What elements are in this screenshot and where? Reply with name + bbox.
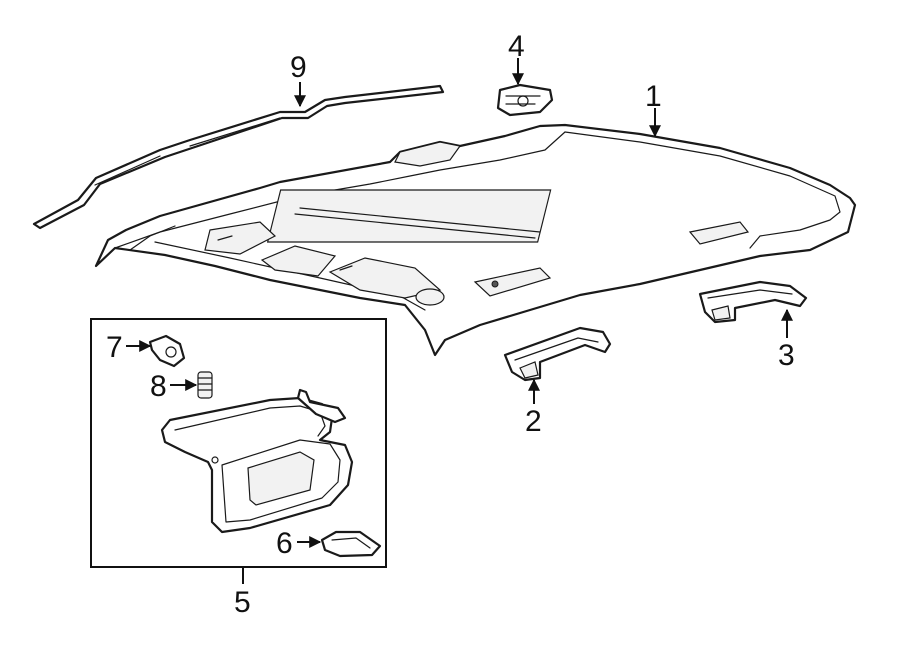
sun-visor-inset [90,318,387,568]
callout-9: 9 [290,51,307,84]
callout-3: 3 [778,339,795,372]
callout-6: 6 [276,527,293,560]
callout-8: 8 [150,370,167,403]
callout-2: 2 [525,405,542,438]
visor-screw [197,371,213,399]
callout-4: 4 [508,30,525,63]
grab-handle-rear [698,280,808,324]
callout-1: 1 [645,80,662,113]
headliner [94,123,857,357]
grab-handle-front [503,326,612,382]
roof-trim-strip [32,84,445,230]
visor-clip [148,334,186,368]
callout-5: 5 [234,586,251,619]
clip-part [496,83,554,117]
callout-7: 7 [106,331,123,364]
visor-mount [320,530,382,558]
sun-visor [160,388,354,534]
